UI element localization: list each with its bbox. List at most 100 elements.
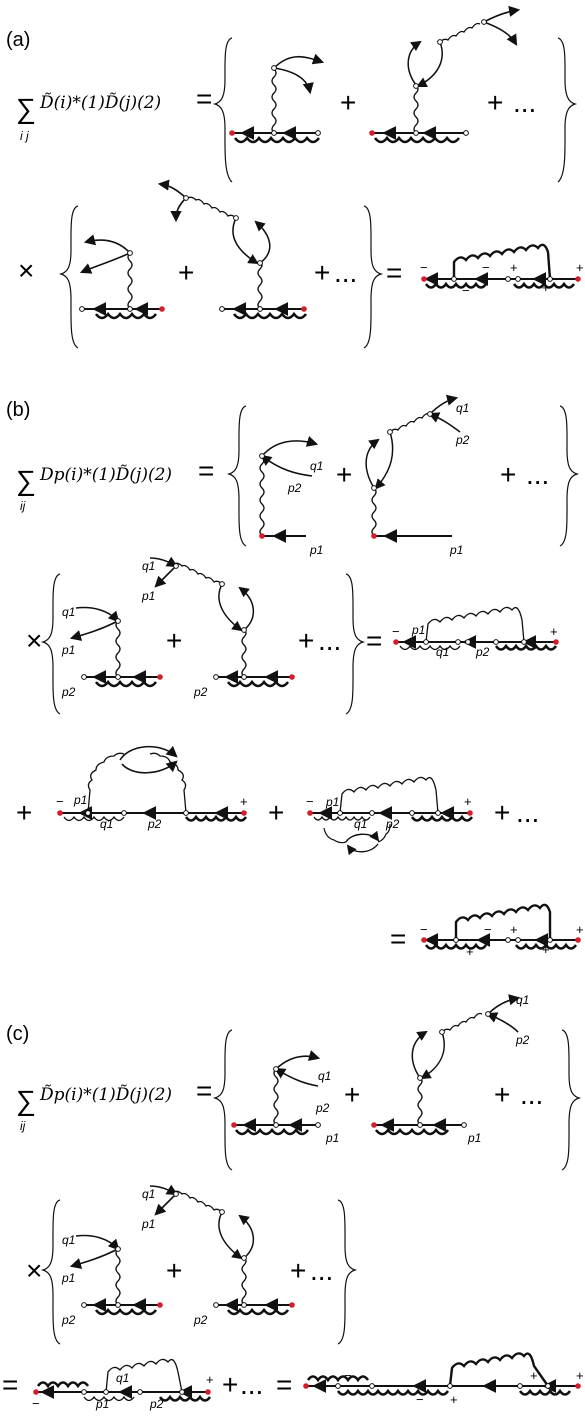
- vertex: [515, 276, 521, 282]
- photon-propagator: [389, 412, 431, 433]
- equals-sign: =: [2, 1369, 18, 1400]
- photon-propagator: [115, 620, 121, 678]
- momentum-q1: q1: [456, 401, 469, 415]
- momentum-p2: p2: [149, 1397, 164, 1411]
- momentum-p1: p1: [325, 795, 339, 809]
- photon-loop: [234, 1127, 310, 1136]
- photon-propagator: [241, 628, 247, 678]
- momentum-p1: p1: [141, 1217, 155, 1231]
- vertex: [115, 1246, 121, 1252]
- vertex: [515, 937, 521, 943]
- ellipsis: ...: [520, 1079, 543, 1110]
- photon-loop: [494, 643, 558, 651]
- vertex: [455, 639, 461, 645]
- vertex: [137, 1389, 143, 1395]
- sign-label: −: [484, 922, 492, 937]
- plus-sign: +: [314, 257, 330, 288]
- diagram-b4: q1 p1 p2: [141, 556, 295, 699]
- momentum-p1: p1: [61, 643, 75, 657]
- incoming-line: [75, 1234, 120, 1251]
- sign-label: −: [344, 1368, 352, 1383]
- photon-loop: [424, 942, 488, 950]
- plus-sign: +: [16, 797, 32, 828]
- momentum-q1: q1: [516, 993, 529, 1007]
- sign-label: −: [462, 283, 470, 298]
- vertex: [213, 1302, 219, 1308]
- momentum-p2: p2: [515, 1033, 530, 1047]
- loop-arc: [254, 220, 271, 264]
- incoming-line: [274, 1067, 319, 1087]
- vertex: [505, 276, 511, 282]
- times-sign: ×: [26, 625, 42, 656]
- diagram-c-result1: − + q1 p1 p2: [32, 1358, 214, 1411]
- diagram-c3: q1 p1 p2: [61, 1233, 163, 1327]
- momentum-p1: p1: [449, 543, 463, 557]
- loop-arc: [411, 1030, 428, 1079]
- photon-propagator: [259, 455, 265, 537]
- outgoing-line: [483, 21, 518, 46]
- photon-loop: [233, 135, 321, 144]
- vertex: [505, 937, 511, 943]
- momentum-q1: q1: [354, 817, 367, 831]
- loop-arc: [416, 41, 443, 87]
- equals-sign: =: [276, 1369, 292, 1400]
- sum-index: ij: [20, 499, 26, 513]
- vertex: [219, 1209, 225, 1215]
- sign-label: −: [56, 794, 64, 809]
- momentum-p2: p2: [61, 1313, 76, 1327]
- vertex: [127, 306, 133, 312]
- vertex: [81, 674, 87, 680]
- momentum-q1: q1: [310, 459, 323, 473]
- photon-loop: [306, 1375, 370, 1383]
- photon-loop: [63, 815, 125, 822]
- sign-label: +: [550, 624, 558, 639]
- vertex: [413, 130, 419, 136]
- photon-loop: [514, 942, 578, 950]
- vertex: [121, 810, 127, 816]
- vertex: [517, 1383, 523, 1389]
- ellipsis: ...: [310, 1255, 333, 1286]
- vertex: [369, 1383, 375, 1389]
- outgoing-line: [79, 252, 131, 274]
- photon-propagator: [173, 562, 223, 585]
- ellipsis: ...: [334, 257, 357, 288]
- photon-line: [339, 776, 439, 814]
- photon-line: [87, 752, 125, 814]
- sum-index: ij: [20, 1119, 26, 1133]
- vertex: [423, 639, 429, 645]
- vertex: [271, 65, 277, 71]
- equals-sign: =: [386, 257, 402, 288]
- vertex: [79, 306, 85, 312]
- panel-c-label: (c): [6, 1023, 29, 1045]
- vertex: [241, 627, 247, 633]
- photon-loop: [518, 1388, 572, 1396]
- momentum-q1: q1: [116, 1371, 129, 1385]
- vertex: [453, 937, 459, 943]
- photon-loop: [373, 135, 461, 144]
- photon-line: [377, 823, 391, 843]
- sign-label: −: [420, 922, 428, 937]
- sum-symbol: ∑: [16, 465, 36, 496]
- endpoint-dot: [205, 1389, 211, 1395]
- vertex: [481, 19, 487, 25]
- endpoint-dot: [467, 810, 473, 816]
- vertex: [273, 1122, 279, 1128]
- left-brace: [212, 1029, 233, 1171]
- diagram-b-result2: − + p1 q1 p2: [56, 745, 248, 831]
- endpoint-dot: [231, 1122, 237, 1128]
- plus-sign: +: [268, 797, 284, 828]
- panel-b: (b) ∑ ij Dp(i)*(1)D̃(j)(2) = q1 p2 p1 +: [6, 394, 584, 959]
- endpoint-dot: [289, 674, 295, 680]
- photon-loop: [158, 1394, 212, 1402]
- outgoing-line: [170, 197, 187, 223]
- diagram-b2: q1 p2 p1: [365, 394, 470, 557]
- photon-loop: [226, 1307, 290, 1316]
- outgoing-line: [429, 394, 459, 415]
- endpoint-dot: [229, 130, 235, 136]
- outgoing-line: [69, 1248, 119, 1269]
- diagram-a3: [79, 234, 165, 320]
- outgoing-line: [487, 994, 521, 1015]
- photon-propagator: [439, 22, 481, 43]
- momentum-p2: p2: [193, 1313, 208, 1327]
- sign-label: −: [32, 1396, 40, 1411]
